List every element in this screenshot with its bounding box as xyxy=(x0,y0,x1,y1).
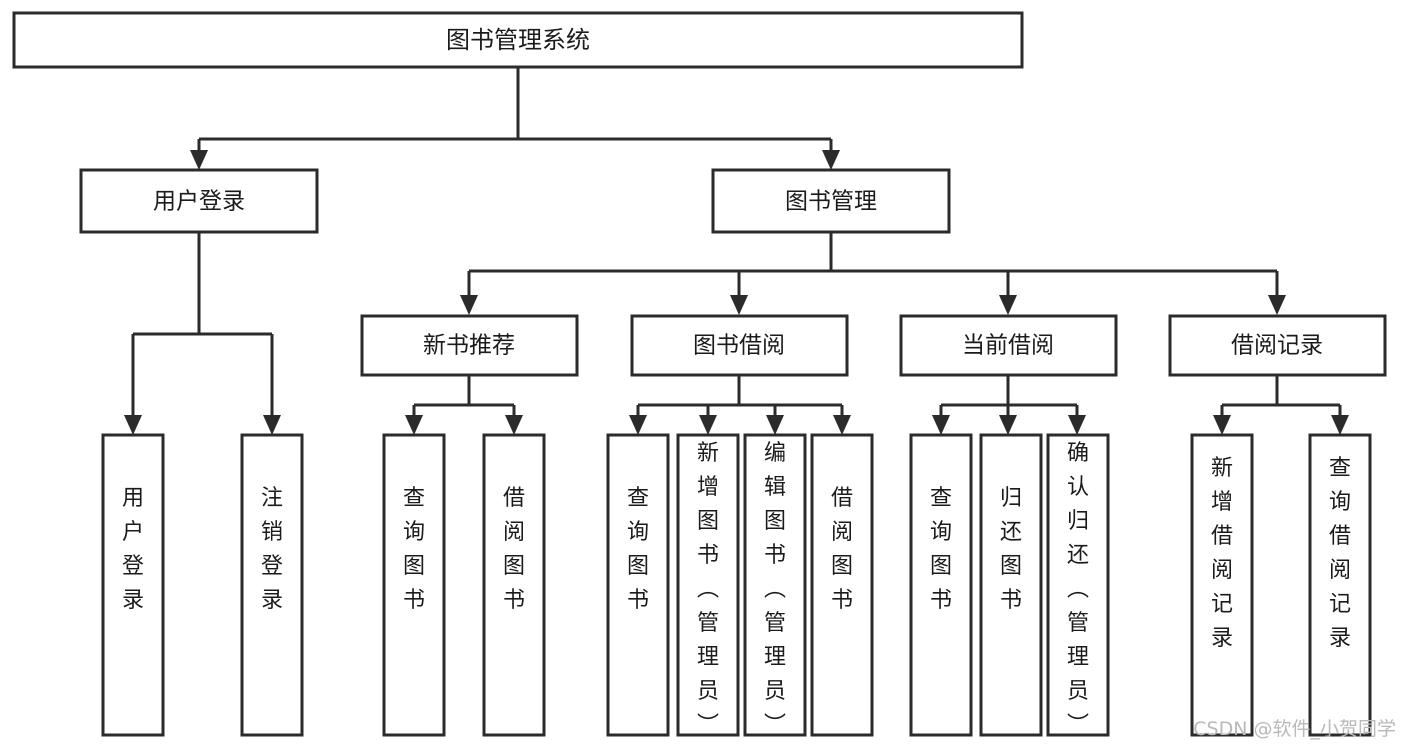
leaf-logout-box[interactable] xyxy=(240,433,304,737)
node-book-management[interactable]: 图书管理 xyxy=(711,168,951,234)
leaf-bookborrow-add-label: 新增图书︵管理员︶ xyxy=(697,441,719,738)
leaf-node[interactable]: 注销登录 xyxy=(240,433,304,737)
leaf-node[interactable]: 新增图书︵管理员︶ xyxy=(676,433,740,738)
leaf-bookborrow-query-box[interactable] xyxy=(606,433,670,737)
leaf-node[interactable]: 确认归还︵管理员︶ xyxy=(1046,433,1110,738)
arrow-head-borrowrecord-leaf-1 xyxy=(1213,415,1231,435)
arrow-head-bookborrow-leaf-1 xyxy=(629,415,647,435)
leaf-currentborrow-query-label: 查询图书 xyxy=(930,486,952,613)
arrow-head-new-book xyxy=(460,295,478,315)
leaf-node[interactable]: 用户登录 xyxy=(101,433,165,737)
leaf-currentborrow-confirm-label: 确认归还︵管理员︶ xyxy=(1067,441,1089,738)
leaf-newbook-query-label: 查询图书 xyxy=(403,486,425,613)
leaf-bookborrow-edit-box[interactable] xyxy=(743,433,807,737)
arrow-head-borrowrecord-leaf-2 xyxy=(1331,415,1349,435)
connector-layer xyxy=(124,67,1349,435)
leaf-newbook-borrow-box[interactable] xyxy=(482,433,546,737)
node-user-login[interactable]: 用户登录 xyxy=(79,168,319,234)
leaf-newbook-query-box[interactable] xyxy=(382,433,446,737)
leaf-bookborrow-edit-label: 编辑图书︵管理员︶ xyxy=(764,441,786,738)
leaf-node[interactable]: 新增借阅记录 xyxy=(1190,433,1254,737)
node-book-borrow-box[interactable] xyxy=(630,314,849,377)
leaf-borrowrecord-query-box[interactable] xyxy=(1308,433,1372,737)
arrow-head-book-mgmt xyxy=(822,150,840,170)
leaf-node[interactable]: 查询图书 xyxy=(909,433,973,737)
csdn-watermark: CSDN @软件_小贺同学 xyxy=(1193,718,1396,740)
leaf-logout-label: 注销登录 xyxy=(261,486,283,613)
node-borrow-record-label: 借阅记录 xyxy=(1231,333,1323,359)
leaf-user-login-box[interactable] xyxy=(101,433,165,737)
arrow-head-currentborrow-leaf-2 xyxy=(999,415,1017,435)
node-root[interactable]: 图书管理系统 xyxy=(12,11,1024,69)
leaf-node[interactable]: 编辑图书︵管理员︶ xyxy=(743,433,807,738)
node-root-box[interactable] xyxy=(12,11,1024,69)
node-book-borrow-label: 图书借阅 xyxy=(693,333,785,359)
leaf-currentborrow-query-box[interactable] xyxy=(909,433,973,737)
arrow-head-bookborrow-leaf-2 xyxy=(699,415,717,435)
leaf-node[interactable]: 查询借阅记录 xyxy=(1308,433,1372,737)
arrow-head-book-borrow xyxy=(730,295,748,315)
leaf-bookborrow-borrow-label: 借阅图书 xyxy=(831,486,853,613)
leaf-borrowrecord-add-label: 新增借阅记录 xyxy=(1211,456,1233,651)
leaf-bookborrow-add-box[interactable] xyxy=(676,433,740,737)
node-new-book-recommend-label: 新书推荐 xyxy=(423,333,515,359)
leaf-currentborrow-return-box[interactable] xyxy=(979,433,1043,737)
leaf-node[interactable]: 归还图书 xyxy=(979,433,1043,737)
node-borrow-record[interactable]: 借阅记录 xyxy=(1168,314,1387,377)
node-user-login-label: 用户登录 xyxy=(153,189,245,215)
arrow-head-currentborrow-leaf-1 xyxy=(932,415,950,435)
node-borrow-record-box[interactable] xyxy=(1168,314,1387,377)
leaf-user-login-label: 用户登录 xyxy=(122,486,144,613)
leaf-currentborrow-confirm-box[interactable] xyxy=(1046,433,1110,737)
node-new-book-recommend-box[interactable] xyxy=(360,314,579,377)
node-book-management-label: 图书管理 xyxy=(785,189,877,215)
leaf-node[interactable]: 借阅图书 xyxy=(810,433,874,737)
arrow-head-current-borrow xyxy=(999,295,1017,315)
node-book-borrow[interactable]: 图书借阅 xyxy=(630,314,849,377)
node-user-login-box[interactable] xyxy=(79,168,319,234)
leaf-borrowrecord-query-label: 查询借阅记录 xyxy=(1329,456,1351,651)
node-current-borrow-label: 当前借阅 xyxy=(962,333,1054,359)
arrow-head-newbook-leaf-2 xyxy=(505,415,523,435)
node-current-borrow-box[interactable] xyxy=(899,314,1118,377)
arrow-head-bookborrow-leaf-4 xyxy=(833,415,851,435)
arrow-head-currentborrow-leaf-3 xyxy=(1068,415,1086,435)
node-book-management-box[interactable] xyxy=(711,168,951,234)
leaf-node[interactable]: 借阅图书 xyxy=(482,433,546,737)
leaf-newbook-borrow-label: 借阅图书 xyxy=(503,486,525,613)
arrow-head-bookborrow-leaf-3 xyxy=(766,415,784,435)
arrow-head-leaf-user-login xyxy=(124,415,142,435)
arrow-head-user-login xyxy=(190,150,208,170)
leaf-node[interactable]: 查询图书 xyxy=(606,433,670,737)
leaf-borrowrecord-add-box[interactable] xyxy=(1190,433,1254,737)
arrow-head-leaf-logout xyxy=(263,415,281,435)
arrow-head-borrow-record xyxy=(1268,295,1286,315)
arrow-head-newbook-leaf-1 xyxy=(405,415,423,435)
leaf-node[interactable]: 查询图书 xyxy=(382,433,446,737)
node-new-book-recommend[interactable]: 新书推荐 xyxy=(360,314,579,377)
node-root-label: 图书管理系统 xyxy=(446,26,590,54)
leaf-bookborrow-borrow-box[interactable] xyxy=(810,433,874,737)
leaf-currentborrow-return-label: 归还图书 xyxy=(1000,486,1022,613)
node-current-borrow[interactable]: 当前借阅 xyxy=(899,314,1118,377)
leaf-bookborrow-query-label: 查询图书 xyxy=(627,486,649,613)
